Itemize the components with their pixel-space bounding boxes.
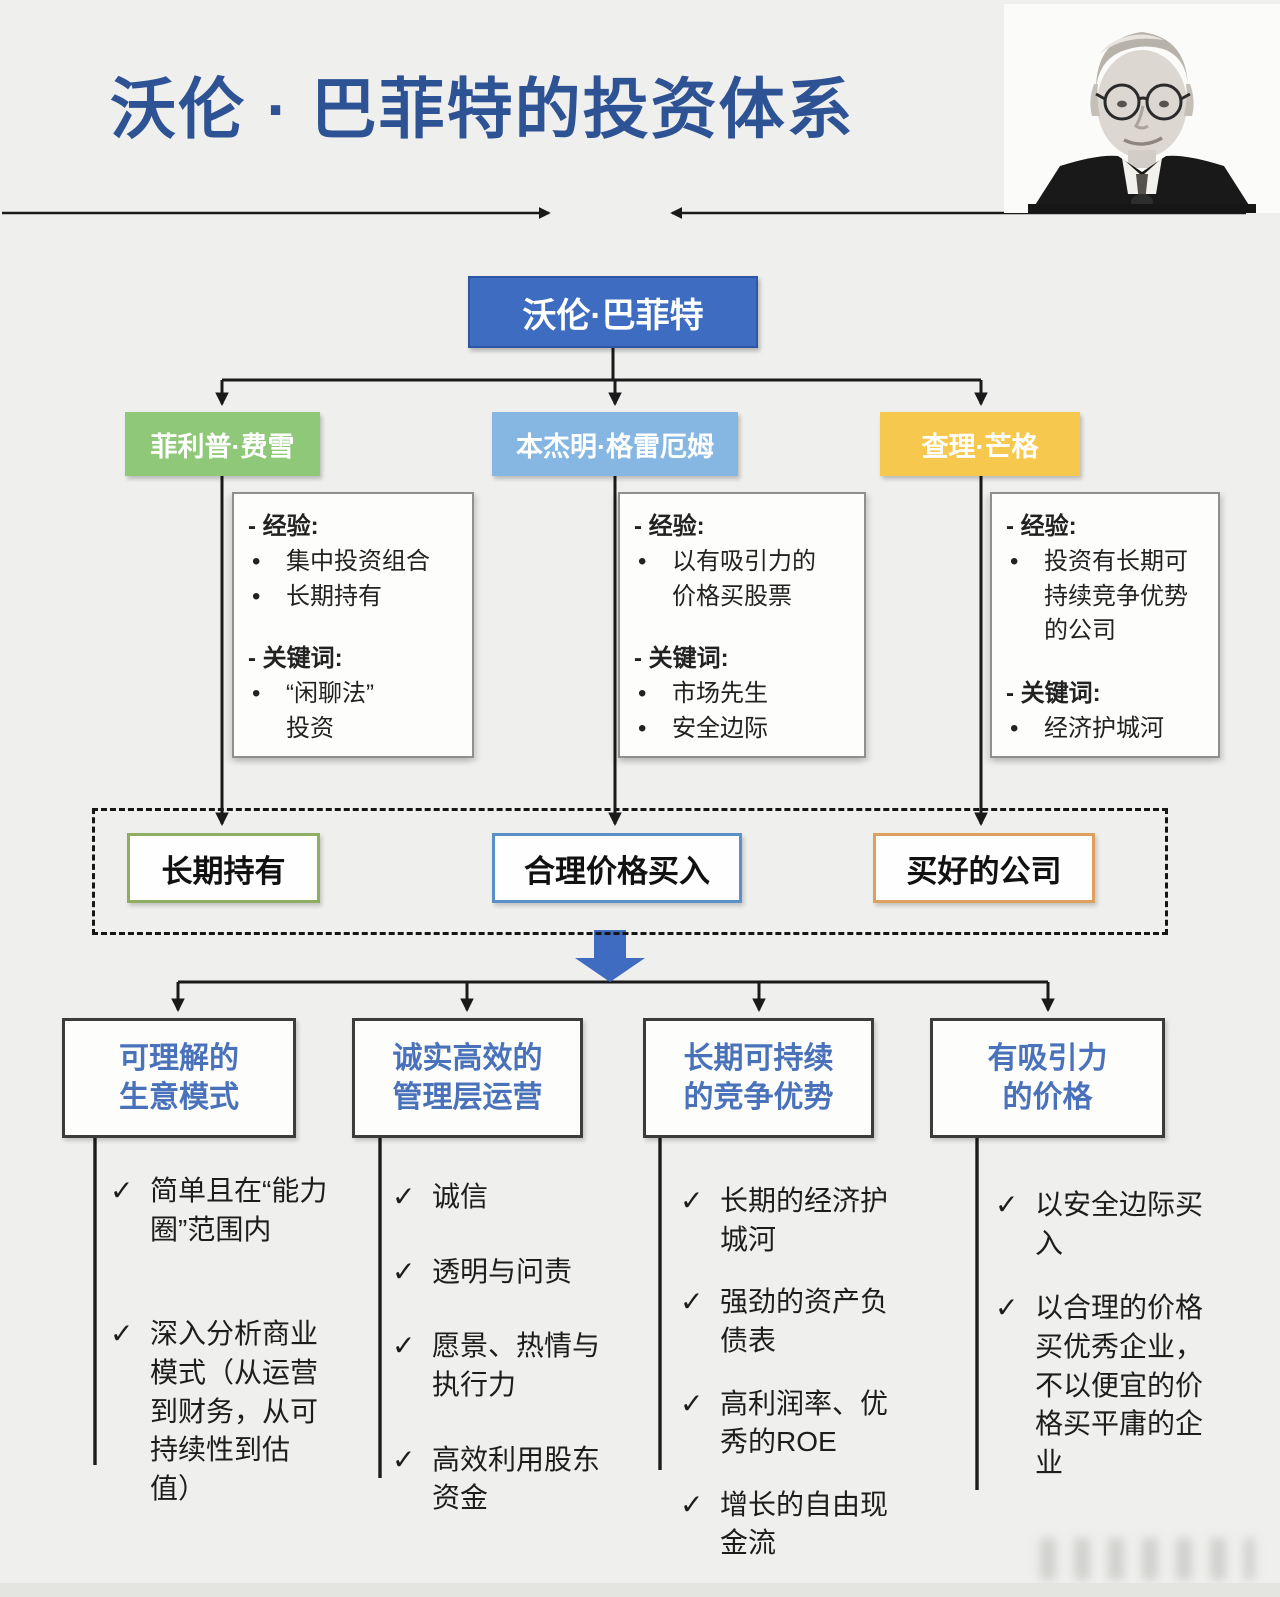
list-item: • 长期持有: [248, 580, 460, 615]
criteria-understandable-business: 可理解的 生意模式: [62, 1018, 296, 1138]
node-philip-fisher: 菲利普·费雪: [125, 412, 320, 476]
detail-card-fisher: - 经验: • 集中投资组合 • 长期持有 - 关键词: • “闲聊法” 投资: [232, 492, 474, 758]
checkmark-icon: ✓: [392, 1255, 416, 1287]
list-item: ✓ 诚信: [392, 1178, 627, 1217]
checklist-durable-advantage: ✓ 长期的经济护城河 ✓ 强劲的资产负债表 ✓ 高利润率、优秀的ROE ✓ 增长…: [680, 1182, 900, 1587]
keywords-label: - 关键词:: [1006, 680, 1101, 708]
detail-card-munger: - 经验: • 投资有长期可 持续竞争优势 的公司 - 关键词: • 经济护城河: [990, 492, 1220, 758]
list-item: • 市场先生: [634, 677, 852, 712]
checklist-understandable-business: ✓ 简单且在“能力圈”范围内 ✓ 深入分析商业模式（从运营到财务，从可持续性到估…: [110, 1172, 330, 1574]
node-warren-buffett: 沃伦·巴菲特: [468, 276, 758, 348]
node-label: 合理价格买入: [524, 853, 710, 889]
principle-hold-long-term: 长期持有: [127, 833, 320, 903]
checkmark-icon: ✓: [995, 1189, 1019, 1220]
list-item: • 以有吸引力的 价格买股票: [634, 545, 852, 615]
warren-buffett-portrait: [1004, 4, 1280, 213]
experience-label: - 经验:: [1006, 513, 1077, 540]
list-item: ✓ 高利润率、优秀的ROE: [680, 1385, 900, 1462]
bullet-icon: •: [1010, 547, 1019, 575]
blue-down-arrow: [575, 930, 645, 982]
node-label: 买好的公司: [906, 853, 1062, 889]
bullet-icon: •: [638, 547, 647, 575]
checkmark-icon: ✓: [110, 1175, 134, 1206]
node-label: 本杰明·格雷厄姆: [516, 431, 714, 462]
criteria-durable-advantage: 长期可持续 的竞争优势: [643, 1018, 874, 1138]
list-item: • 经济护城河: [1006, 712, 1206, 747]
node-label: 长期可持续 的竞争优势: [683, 1042, 834, 1114]
watermark-blur: [1040, 1538, 1255, 1580]
checkmark-icon: ✓: [680, 1185, 704, 1216]
node-label: 可理解的 生意模式: [119, 1042, 239, 1114]
criteria-honest-management: 诚实高效的 管理层运营: [352, 1018, 583, 1138]
bullet-icon: •: [252, 547, 261, 575]
checkmark-icon: ✓: [680, 1387, 704, 1419]
list-item: • 投资有长期可 持续竞争优势 的公司: [1006, 545, 1206, 649]
principle-buy-at-fair-price: 合理价格买入: [492, 833, 742, 903]
node-label: 沃伦·巴菲特: [522, 296, 704, 335]
node-benjamin-graham: 本杰明·格雷厄姆: [492, 412, 738, 476]
principle-buy-good-company: 买好的公司: [873, 833, 1095, 903]
list-item: • “闲聊法” 投资: [248, 677, 460, 747]
keywords-label: - 关键词:: [634, 645, 729, 673]
bullet-icon: •: [252, 582, 261, 610]
detail-card-graham: - 经验: • 以有吸引力的 价格买股票 - 关键词: • 市场先生 • 安全边…: [618, 492, 866, 758]
list-item: • 安全边际: [634, 712, 852, 747]
checklist-attractive-price: ✓ 以安全边际买入 ✓ 以合理的价格买优秀企业，不以便宜的价格买平庸的企业: [995, 1186, 1215, 1508]
list-item: ✓ 愿景、热情与执行力: [392, 1327, 627, 1404]
bullet-icon: •: [638, 680, 647, 708]
node-label: 查理·芒格: [921, 431, 1039, 462]
checkmark-icon: ✓: [680, 1488, 704, 1520]
list-item: ✓ 深入分析商业模式（从运营到财务，从可持续性到估值）: [110, 1315, 330, 1508]
principles-dashed-container: [92, 808, 1168, 935]
node-label: 有吸引力 的价格: [987, 1042, 1108, 1114]
list-item: ✓ 长期的经济护城河: [680, 1182, 900, 1259]
checkmark-icon: ✓: [680, 1286, 704, 1318]
list-item: ✓ 简单且在“能力圈”范围内: [110, 1172, 330, 1249]
checklist-honest-management: ✓ 诚信 ✓ 透明与问责 ✓ 愿景、热情与执行力 ✓ 高效利用股东资金: [392, 1178, 627, 1554]
node-label: 长期持有: [161, 853, 286, 889]
criteria-attractive-price: 有吸引力 的价格: [930, 1018, 1165, 1138]
node-label: 诚实高效的 管理层运营: [392, 1042, 543, 1114]
bullet-icon: •: [638, 714, 647, 742]
list-item: ✓ 强劲的资产负债表: [680, 1283, 900, 1360]
list-item: ✓ 高效利用股东资金: [392, 1441, 627, 1518]
list-item: ✓ 以安全边际买入: [995, 1186, 1215, 1263]
checkmark-icon: ✓: [995, 1292, 1019, 1324]
list-item: ✓ 透明与问责: [392, 1253, 627, 1292]
checkmark-icon: ✓: [110, 1318, 134, 1350]
bullet-icon: •: [252, 680, 261, 708]
list-item: • 集中投资组合: [248, 545, 460, 580]
keywords-label: - 关键词:: [248, 645, 343, 673]
list-item: ✓ 以合理的价格买优秀企业，不以便宜的价格买平庸的企业: [995, 1289, 1215, 1482]
experience-label: - 经验:: [634, 513, 705, 540]
checkmark-icon: ✓: [392, 1181, 416, 1212]
page-title: 沃伦 · 巴菲特的投资体系: [110, 72, 855, 146]
bullet-icon: •: [1010, 714, 1019, 742]
list-item: ✓ 增长的自由现金流: [680, 1486, 900, 1563]
experience-label: - 经验:: [248, 513, 319, 540]
checkmark-icon: ✓: [392, 1330, 416, 1362]
checkmark-icon: ✓: [392, 1443, 416, 1475]
page-bottom-edge: [0, 1583, 1280, 1597]
node-label: 菲利普·费雪: [150, 431, 295, 462]
node-charlie-munger: 查理·芒格: [880, 412, 1080, 476]
